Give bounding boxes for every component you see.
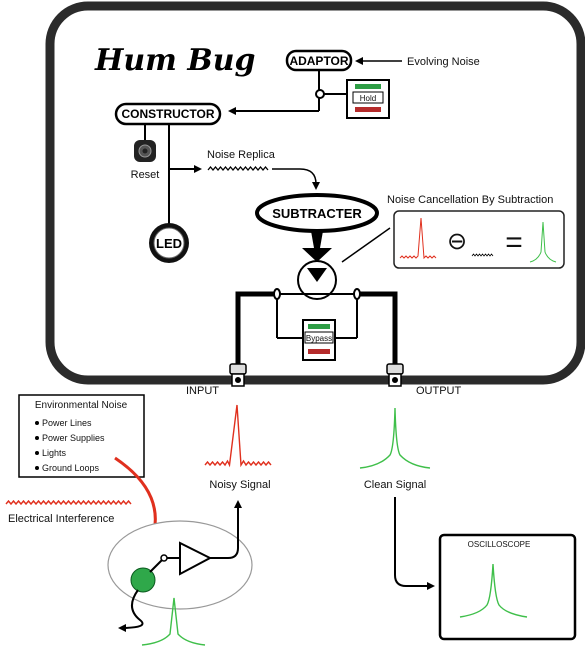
microphone bbox=[130, 567, 156, 593]
noisy-signal-label: Noisy Signal bbox=[209, 479, 270, 491]
oscilloscope-trace bbox=[459, 563, 528, 618]
noise-thumb bbox=[471, 253, 494, 257]
mic-signal-wave bbox=[141, 597, 206, 646]
noisy-signal-thumb bbox=[399, 217, 437, 260]
adaptor-block: ADAPTOR bbox=[285, 49, 353, 72]
hold-label: Hold bbox=[360, 94, 376, 103]
oscilloscope: OSCILLOSCOPE bbox=[438, 533, 577, 641]
bypass-label: Bypass bbox=[306, 334, 332, 343]
cancellation-label: Noise Cancellation By Subtraction bbox=[387, 194, 553, 206]
clean-signal-wave bbox=[359, 407, 431, 469]
env-noise-item: Lights bbox=[42, 448, 67, 458]
led-indicator: LED bbox=[149, 223, 189, 263]
noise-replica-wave bbox=[207, 165, 269, 172]
input-jack[interactable] bbox=[229, 363, 247, 387]
constructor-block: CONSTRUCTOR bbox=[114, 102, 222, 126]
adaptor-label: ADAPTOR bbox=[289, 54, 348, 68]
led-label: LED bbox=[156, 236, 182, 251]
interference-wave bbox=[5, 499, 132, 506]
input-label: INPUT bbox=[186, 385, 219, 397]
reset-button[interactable] bbox=[134, 140, 156, 162]
noisy-signal-wave bbox=[204, 404, 272, 468]
preamp-triangle bbox=[179, 541, 213, 576]
clean-signal-label: Clean Signal bbox=[364, 479, 426, 491]
env-noise-title: Environmental Noise bbox=[35, 400, 128, 411]
adaptor-node bbox=[315, 89, 325, 99]
subtracter-block: SUBTRACTER bbox=[255, 193, 379, 233]
output-label: OUTPUT bbox=[416, 385, 462, 397]
electrical-interference-label: Electrical Interference bbox=[8, 513, 114, 525]
env-noise-item: Power Supplies bbox=[42, 433, 105, 443]
hold-switch[interactable]: Hold bbox=[346, 79, 390, 119]
mic-cable bbox=[118, 589, 144, 632]
env-noise-item: Power Lines bbox=[42, 418, 92, 428]
cancellation-box: ⊖ = bbox=[393, 210, 565, 269]
constructor-label: CONSTRUCTOR bbox=[121, 107, 214, 121]
device-title: Hum Bug bbox=[94, 43, 256, 78]
bypass-switch[interactable]: Bypass bbox=[302, 319, 336, 361]
oscilloscope-label: OSCILLOSCOPE bbox=[468, 540, 531, 549]
device-enclosure bbox=[45, 1, 585, 385]
reset-label: Reset bbox=[131, 169, 160, 181]
clean-signal-thumb bbox=[529, 221, 557, 263]
env-noise-item: Ground Loops bbox=[42, 463, 100, 473]
evolving-noise-label: Evolving Noise bbox=[407, 56, 480, 68]
subtracter-label: SUBTRACTER bbox=[272, 206, 362, 221]
output-jack[interactable] bbox=[386, 363, 404, 387]
noise-replica-label: Noise Replica bbox=[207, 149, 276, 161]
minus-symbol: ⊖ bbox=[447, 228, 467, 255]
equals-symbol: = bbox=[505, 226, 523, 259]
